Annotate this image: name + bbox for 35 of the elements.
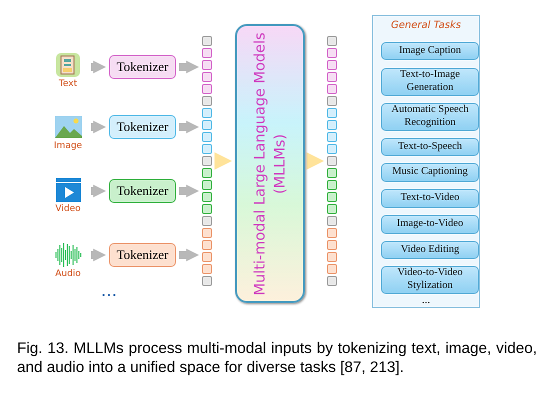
- arrow: [179, 60, 199, 74]
- token-column: [202, 36, 214, 286]
- modality-label: Text: [58, 79, 78, 89]
- arrow: [179, 184, 199, 198]
- figure-caption: Fig. 13. MLLMs process multi-modal inputs by tokenizing text, image, video, and audio into a unified space for diverse tasks [87, 213].: [17, 339, 537, 377]
- model-label: Multi-modal Large Language Models (MLLMs): [251, 31, 289, 296]
- tokenizer-box: Tokenizer: [109, 179, 176, 203]
- arrow: [179, 120, 199, 134]
- arrow: [91, 184, 106, 198]
- task-box: Text-to-Image Generation: [381, 68, 479, 96]
- arrow: [91, 248, 106, 262]
- arrow: [306, 152, 324, 170]
- task-box: Text-to-Speech: [381, 138, 479, 156]
- task-box: Video-to-Video Stylization: [381, 266, 479, 294]
- task-box: Image Caption: [381, 42, 479, 60]
- token-column: [327, 36, 339, 286]
- arrow: [179, 248, 199, 262]
- tokenizer-box: Tokenizer: [109, 115, 176, 139]
- tokenizer-box: Tokenizer: [109, 55, 176, 79]
- task-box: Image-to-Video: [381, 215, 479, 234]
- modality-label: Video: [54, 204, 82, 214]
- task-box: Text-to-Video: [381, 189, 479, 208]
- arrow: [214, 152, 232, 170]
- task-box: Video Editing: [381, 241, 479, 259]
- panel-title: General Tasks: [390, 20, 462, 31]
- task-panel: [372, 15, 480, 308]
- ellipsis: ...: [420, 295, 432, 306]
- arrow: [91, 60, 106, 74]
- ellipsis: • • •: [102, 290, 116, 300]
- task-box: Automatic Speech Recognition: [381, 103, 479, 131]
- modality-label: Image: [52, 141, 84, 151]
- task-box: Music Captioning: [381, 163, 479, 182]
- arrow: [91, 120, 106, 134]
- modality-label: Audio: [54, 269, 82, 279]
- tokenizer-box: Tokenizer: [109, 243, 176, 267]
